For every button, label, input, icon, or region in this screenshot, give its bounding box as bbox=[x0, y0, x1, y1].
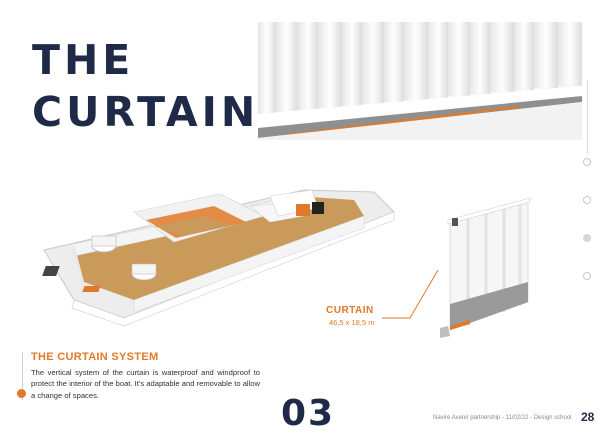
side-navigation bbox=[578, 80, 598, 300]
curtain-wall-illustration bbox=[258, 22, 582, 140]
curtain-panel-render bbox=[440, 197, 531, 338]
nav-dot-4[interactable] bbox=[583, 272, 591, 280]
section-title: THE CURTAIN SYSTEM bbox=[31, 351, 159, 363]
curtain-wall-photo bbox=[258, 22, 582, 140]
page-title-line-2: CURTAIN bbox=[32, 88, 260, 136]
boat-render bbox=[42, 189, 395, 327]
section-body: The vertical system of the curtain is wa… bbox=[31, 368, 260, 400]
caption-label: CURTAIN bbox=[326, 305, 374, 316]
chapter-number: 03 bbox=[281, 393, 336, 434]
footer-text: Navire Avenir partnership - 11/02/22 - D… bbox=[433, 415, 572, 421]
page-title-line-1: THE bbox=[32, 36, 135, 84]
nav-dot-1[interactable] bbox=[583, 158, 591, 166]
page-number: 28 bbox=[581, 410, 595, 424]
caption-leader-line bbox=[382, 269, 439, 319]
nav-dot-2[interactable] bbox=[583, 196, 591, 204]
nav-dot-3[interactable] bbox=[583, 234, 591, 242]
bullet-dot-icon bbox=[17, 389, 26, 398]
section-divider bbox=[22, 352, 23, 400]
nav-line bbox=[587, 80, 588, 154]
page-title: THE CURTAIN bbox=[32, 34, 259, 138]
caption-dimensions: 46,5 x 18,5 m bbox=[329, 318, 375, 327]
